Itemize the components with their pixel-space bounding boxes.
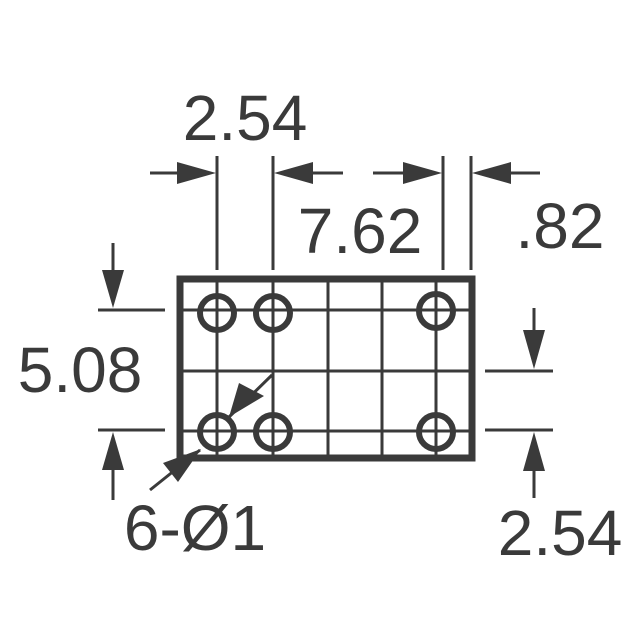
pin-hole xyxy=(416,412,456,452)
dimension-arrows-top xyxy=(150,162,540,184)
pin-holes xyxy=(197,291,456,452)
component-outline xyxy=(176,275,476,462)
dim-label-holes: 6-Ø1 xyxy=(124,492,266,564)
dim-label-bottom-offset: 2.54 xyxy=(498,497,623,569)
pin-hole xyxy=(197,293,237,333)
dimension-right xyxy=(485,308,553,498)
dim-label-span: 7.62 xyxy=(298,195,423,267)
extension-lines-top xyxy=(215,156,473,270)
dim-label-edge-offset: .82 xyxy=(516,190,605,262)
pin-hole xyxy=(197,412,237,452)
pin-hole xyxy=(416,291,456,331)
pin-hole xyxy=(253,293,293,333)
pin-hole xyxy=(253,412,293,452)
dimension-left xyxy=(98,243,165,500)
dim-label-top-pitch: 2.54 xyxy=(183,82,308,154)
grid-lines xyxy=(180,279,472,458)
dim-label-row-spacing: 5.08 xyxy=(18,334,143,406)
diameter-leader xyxy=(149,373,274,492)
